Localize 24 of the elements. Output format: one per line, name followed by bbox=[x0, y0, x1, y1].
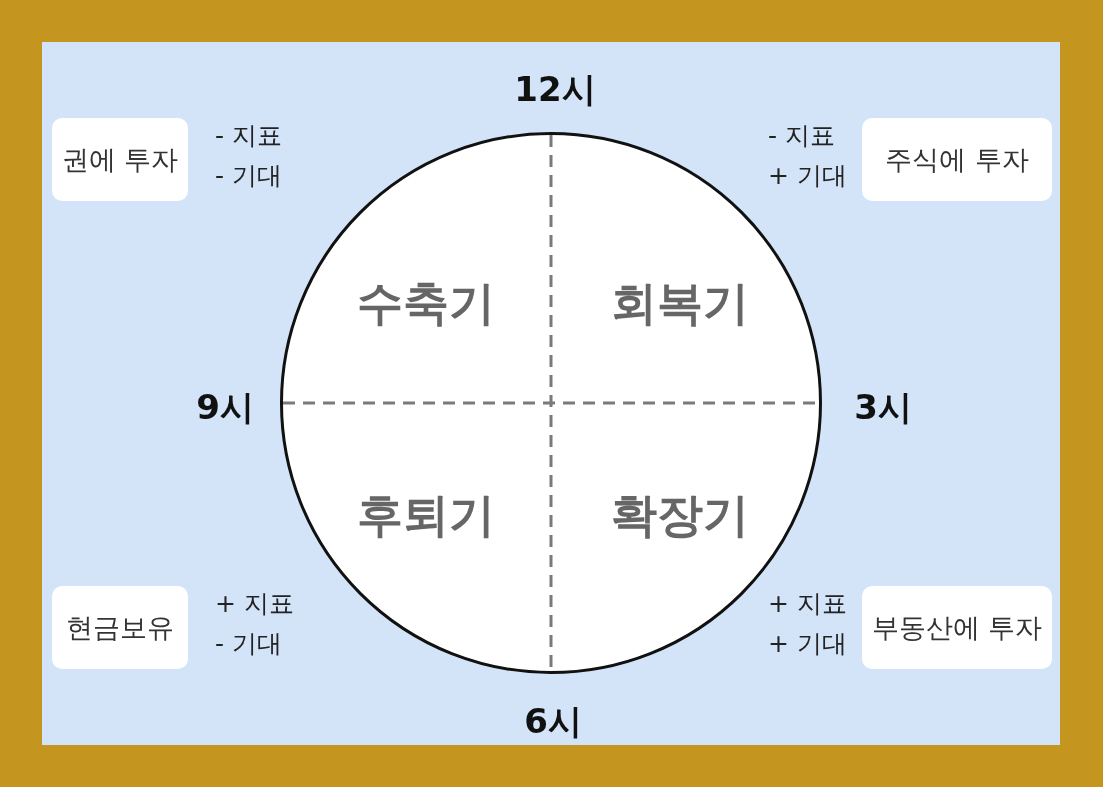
info-card bbox=[862, 118, 1052, 201]
clock-label: 9시 bbox=[196, 389, 254, 427]
phase-label: 수축기 bbox=[357, 277, 495, 329]
card-label: 권에 투자 bbox=[61, 142, 179, 177]
clock-label: 3시 bbox=[854, 389, 912, 427]
info-card bbox=[52, 118, 188, 201]
indicator-note: + 지표 bbox=[215, 589, 294, 619]
clock-label: 6시 bbox=[524, 703, 582, 741]
indicator-note: + 지표 bbox=[768, 589, 847, 619]
clock-label: 12시 bbox=[514, 71, 596, 109]
phase-label: 확장기 bbox=[611, 489, 749, 541]
indicator-note: - 기대 bbox=[215, 629, 282, 659]
indicator-note: - 지표 bbox=[768, 121, 835, 151]
card-label: 주식에 투자 bbox=[885, 142, 1029, 177]
indicator-note: + 기대 bbox=[768, 161, 847, 191]
card-label: 부동산에 투자 bbox=[871, 610, 1043, 645]
phase-label: 후퇴기 bbox=[357, 489, 495, 541]
info-card bbox=[52, 586, 188, 669]
info-card bbox=[862, 586, 1052, 669]
indicator-note: - 지표 bbox=[215, 121, 282, 151]
phase-label: 회복기 bbox=[611, 277, 749, 329]
card-label: 현금보유 bbox=[66, 610, 174, 645]
indicator-note: + 기대 bbox=[768, 629, 847, 659]
indicator-note: - 기대 bbox=[215, 161, 282, 191]
